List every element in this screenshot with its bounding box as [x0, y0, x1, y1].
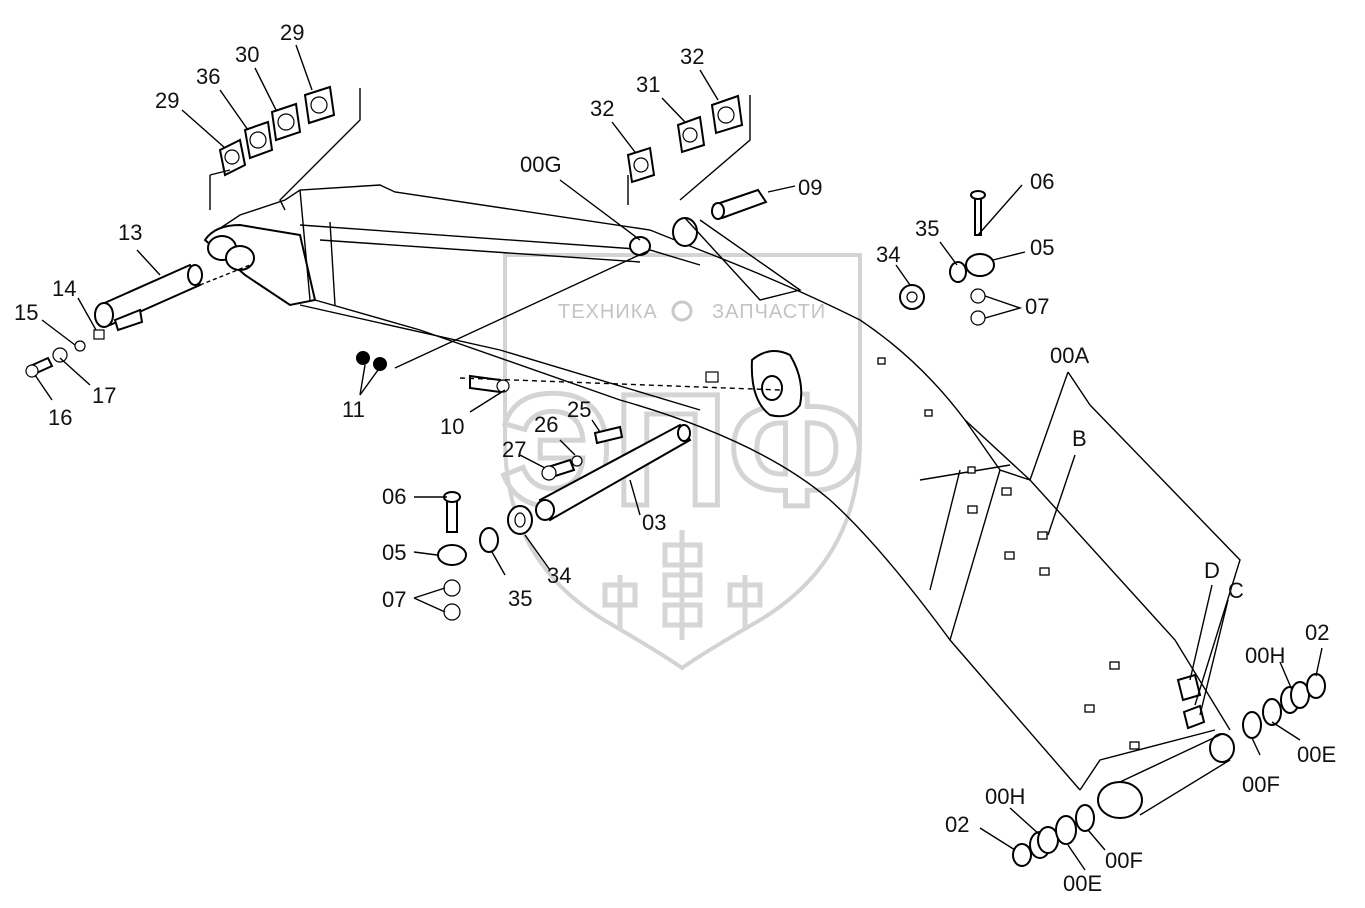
label-00F-left: 00F — [1105, 848, 1143, 873]
label-11: 11 — [342, 397, 365, 422]
label-35-left: 35 — [508, 586, 532, 611]
shim-stack-31-32 — [626, 94, 751, 205]
label-02-right: 02 — [1305, 620, 1329, 645]
tip-bushings-right — [1242, 673, 1326, 739]
label-27: 27 — [502, 437, 526, 462]
bolt-group-14-17 — [25, 329, 105, 378]
label-02-left: 02 — [945, 812, 969, 837]
label-14: 14 — [52, 276, 76, 301]
boom-lugs — [877, 357, 1140, 750]
label-30: 30 — [235, 42, 259, 67]
label-06-right: 06 — [1030, 169, 1054, 194]
nuts-11 — [356, 249, 651, 371]
label-13: 13 — [118, 220, 142, 245]
label-34-left: 34 — [547, 563, 571, 588]
label-03: 03 — [642, 510, 666, 535]
label-29a: 29 — [155, 88, 179, 113]
plate-C — [1182, 704, 1206, 730]
label-00E-right: 00E — [1297, 742, 1336, 767]
label-16: 16 — [48, 405, 72, 430]
tip-boss-left — [1097, 781, 1143, 819]
boom-mid-boss — [761, 375, 783, 401]
label-00F-right: 00F — [1242, 772, 1280, 797]
label-36: 36 — [196, 64, 220, 89]
part-labels: 29 36 30 29 32 31 32 00G 09 06 35 05 34 … — [14, 20, 1336, 896]
boom-body — [203, 184, 1235, 819]
label-17: 17 — [92, 383, 116, 408]
wheat-icon — [602, 530, 763, 640]
label-06-left: 06 — [382, 484, 406, 509]
label-26: 26 — [534, 412, 558, 437]
label-05-right: 05 — [1030, 235, 1054, 260]
gear-icon — [671, 300, 693, 322]
label-32a: 32 — [590, 96, 614, 121]
label-31: 31 — [636, 72, 660, 97]
tip-bushings-left — [1012, 804, 1095, 867]
label-25: 25 — [567, 397, 591, 422]
label-00G: 00G — [520, 152, 562, 177]
label-07-left: 07 — [382, 587, 406, 612]
bolt-group-25-27 — [541, 371, 719, 481]
label-B: B — [1072, 426, 1087, 451]
bolt-group-right-05-07 — [899, 190, 995, 326]
plate-D — [1176, 673, 1202, 702]
watermark: ТЕХНИКА ЗАПЧАСТИ ЭПФ — [497, 253, 867, 671]
pin-03 — [535, 423, 692, 522]
label-05-left: 05 — [382, 540, 406, 565]
label-15: 15 — [14, 300, 38, 325]
label-C: C — [1228, 578, 1244, 603]
shim-stack-29-36-30 — [209, 85, 361, 211]
pin-13 — [94, 263, 251, 332]
label-00H-right: 00H — [1245, 643, 1285, 668]
label-29b: 29 — [280, 20, 304, 45]
pin-09 — [711, 188, 768, 220]
watermark-text-left: ТЕХНИКА — [558, 301, 658, 323]
bolt-group-left-05-07 — [437, 491, 467, 621]
label-00E-left: 00E — [1063, 871, 1102, 896]
leader-lines — [34, 44, 1323, 871]
watermark-text-right: ЗАПЧАСТИ — [712, 301, 826, 323]
washers-34-35-left — [479, 505, 533, 553]
label-32b: 32 — [680, 44, 704, 69]
label-00A: 00A — [1050, 343, 1089, 368]
bolt-10 — [459, 374, 781, 394]
label-10: 10 — [440, 414, 464, 439]
label-34-right: 34 — [876, 242, 900, 267]
label-09: 09 — [798, 175, 822, 200]
label-07-right: 07 — [1025, 294, 1049, 319]
label-D: D — [1204, 558, 1220, 583]
foot-boss-right — [225, 245, 255, 271]
watermark-shield — [503, 253, 862, 671]
label-35-right: 35 — [915, 216, 939, 241]
label-00H-left: 00H — [985, 784, 1025, 809]
